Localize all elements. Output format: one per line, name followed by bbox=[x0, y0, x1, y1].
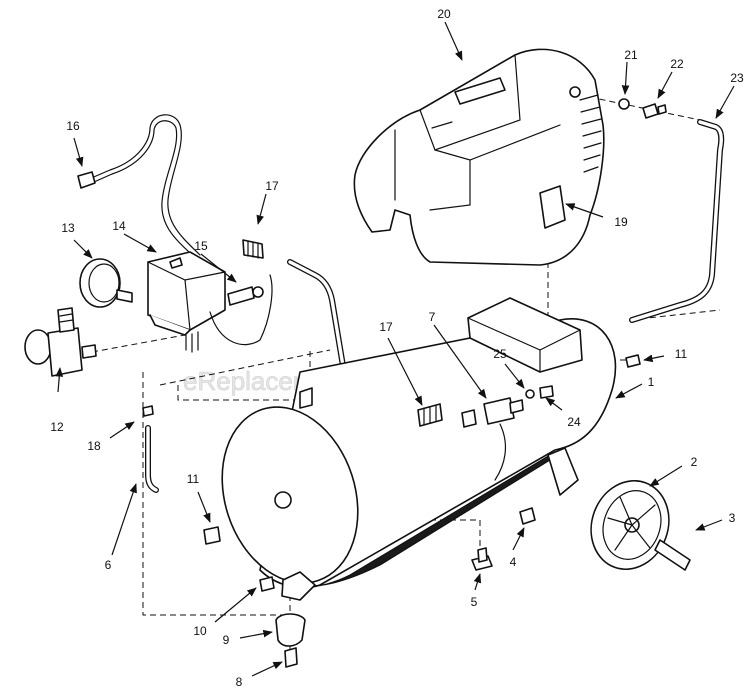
callout-24: 24 bbox=[567, 415, 581, 429]
callout-25: 25 bbox=[493, 347, 507, 361]
callout-23: 23 bbox=[730, 71, 744, 85]
callout-9: 9 bbox=[223, 633, 230, 647]
air-tank bbox=[221, 318, 617, 601]
callout-12: 12 bbox=[50, 420, 64, 434]
callout-14: 14 bbox=[112, 219, 126, 233]
callout-7: 7 bbox=[429, 310, 436, 324]
shroud-cover bbox=[353, 48, 605, 266]
callout-20: 20 bbox=[437, 7, 451, 21]
callout-11-right: 11 bbox=[675, 347, 688, 361]
callout-17-lower: 17 bbox=[379, 320, 393, 334]
callout-19: 19 bbox=[614, 215, 628, 229]
callout-4: 4 bbox=[510, 555, 517, 569]
check-valve-group bbox=[417, 354, 641, 481]
callout-11-left: 11 bbox=[187, 472, 200, 486]
small-hardware bbox=[142, 405, 536, 668]
leader-lines bbox=[55, 21, 735, 677]
regulator bbox=[24, 307, 97, 377]
callout-2: 2 bbox=[691, 455, 698, 469]
pressure-switch bbox=[147, 251, 273, 353]
mount-bracket bbox=[467, 297, 583, 373]
wheel-assembly bbox=[547, 447, 691, 571]
callout-10: 10 bbox=[193, 624, 207, 638]
callout-15: 15 bbox=[194, 239, 208, 253]
fitting-upper bbox=[242, 239, 264, 259]
tank-gauge bbox=[79, 258, 133, 308]
outlet-tube bbox=[629, 119, 725, 323]
callout-17-upper: 17 bbox=[265, 179, 279, 193]
power-cord bbox=[77, 114, 201, 261]
callout-6: 6 bbox=[105, 558, 112, 572]
callout-1: 1 bbox=[648, 375, 655, 389]
fasteners-top bbox=[618, 98, 667, 119]
callout-16: 16 bbox=[66, 119, 80, 133]
callout-18: 18 bbox=[87, 439, 101, 453]
unloader-valve bbox=[227, 286, 264, 306]
callout-numbers: 20 21 22 23 16 17 13 14 15 19 17 7 25 24… bbox=[50, 7, 744, 689]
callout-22: 22 bbox=[670, 57, 684, 71]
callout-21: 21 bbox=[624, 48, 638, 62]
callout-5: 5 bbox=[471, 595, 478, 609]
callout-3: 3 bbox=[729, 511, 736, 525]
callout-8: 8 bbox=[236, 675, 243, 689]
callout-13: 13 bbox=[61, 221, 75, 235]
